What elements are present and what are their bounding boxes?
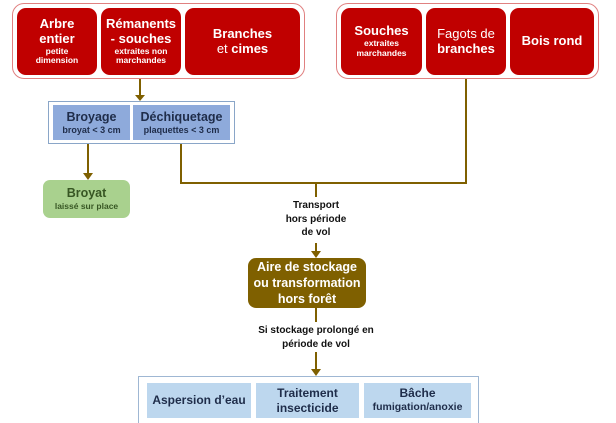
treatment-title: Traitement insecticide <box>276 385 339 415</box>
source-box-branches-cimes: Branches et cimes <box>185 8 300 75</box>
arrowhead-treatments <box>311 369 321 376</box>
source-title-normal: et <box>216 40 232 56</box>
source-title: Branches <box>212 25 273 41</box>
storage-line: ou transformation <box>253 275 361 290</box>
source-title: Arbre entier <box>39 15 75 46</box>
arrowhead-processing <box>135 95 145 101</box>
processing-subtitle: plaquettes < 3 cm <box>143 124 220 135</box>
source-title: Bois rond <box>521 33 583 49</box>
processing-box-broyage: Broyage broyat < 3 cm <box>53 105 130 140</box>
connector-merge-line <box>180 78 467 184</box>
source-title: Rémanents - souches <box>105 15 177 46</box>
transport-label: Transport hors période de vol <box>256 199 376 240</box>
source-title-normal: Fagots de <box>437 25 495 41</box>
treatment-box-bache: Bâche fumigation/anoxie <box>364 383 471 418</box>
source-title: Souches <box>354 23 409 39</box>
transport-label-line: de vol <box>301 227 331 238</box>
transport-label-line: hors période <box>285 213 347 225</box>
processing-title: Déchiquetage <box>140 109 223 124</box>
source-subtitle: petite dimension <box>35 45 79 66</box>
residue-box-broyat: Broyat laissé sur place <box>43 180 130 218</box>
storage-condition-line: période de vol <box>282 338 350 350</box>
treatment-subtitle: fumigation/anoxie <box>372 401 463 414</box>
residue-title: Broyat <box>66 186 107 201</box>
source-box-remanents-souches: Rémanents - souches extraites non marcha… <box>101 8 181 75</box>
treatment-title: Bâche <box>399 386 436 401</box>
treatment-box-insecticide: Traitement insecticide <box>256 383 359 418</box>
source-box-bois-rond: Bois rond <box>510 8 594 75</box>
storage-condition-line: Si stockage prolongé en <box>258 325 374 336</box>
source-box-fagots: Fagots de branches <box>426 8 506 75</box>
arrowhead-storage <box>311 251 321 258</box>
residue-subtitle: laissé sur place <box>54 201 119 212</box>
treatment-box-aspersion: Aspersion d’eau <box>147 383 251 418</box>
transport-label-line: Transport <box>292 200 340 211</box>
source-box-arbre-entier: Arbre entier petite dimension <box>17 8 97 75</box>
treatment-title: Aspersion d’eau <box>152 393 246 407</box>
processing-box-dechiquetage: Déchiquetage plaquettes < 3 cm <box>133 105 230 140</box>
storage-condition-label: Si stockage prolongé en période de vol <box>236 324 396 351</box>
source-title-bold: cimes <box>231 40 269 56</box>
storage-line: Aire de stockage <box>256 259 358 274</box>
processing-subtitle: broyat < 3 cm <box>62 124 121 135</box>
source-subtitle: extraites non marchandes <box>114 45 168 66</box>
source-box-souches: Souches extraites marchandes <box>341 8 422 75</box>
storage-line: hors forêt <box>277 292 337 307</box>
source-subtitle: extraites marchandes <box>356 38 407 58</box>
source-title-bold: branches <box>437 40 495 56</box>
arrowhead-broyat <box>83 173 93 180</box>
processing-title: Broyage <box>66 109 117 124</box>
storage-box: Aire de stockage ou transformation hors … <box>248 258 366 308</box>
